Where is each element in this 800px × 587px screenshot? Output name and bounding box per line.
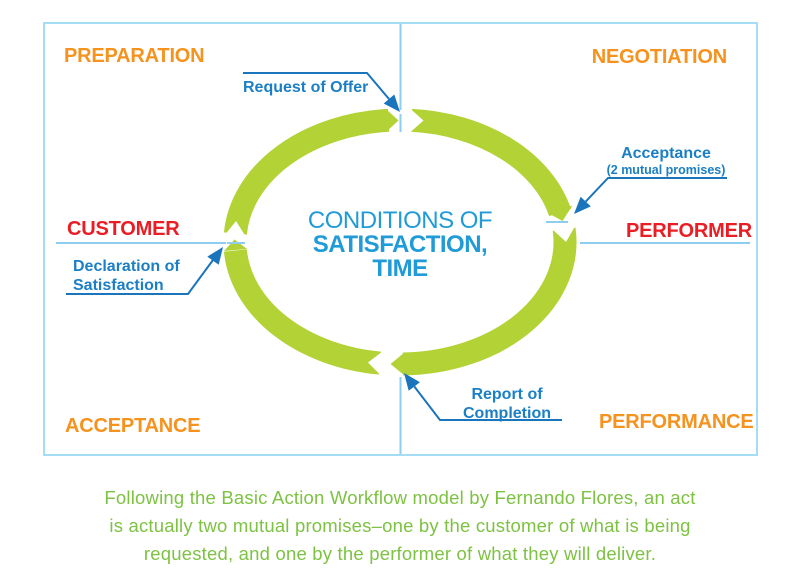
cycle-arrowheads	[224, 109, 573, 376]
report-label-line2: Completion	[463, 405, 551, 422]
request-arrowhead-icon	[383, 94, 400, 112]
declaration-label-line1: Declaration of	[73, 258, 180, 275]
quadrant-label-acceptance: ACCEPTANCE	[65, 415, 201, 437]
center-title-line2: SATISFACTION,	[312, 231, 488, 258]
cycle-arc-performance	[402, 227, 577, 376]
acceptance-arrowhead-icon	[574, 196, 591, 214]
cycle-arc-acceptance	[223, 249, 381, 375]
cycle-arrowhead-left-icon	[224, 239, 247, 251]
report-callout-line	[413, 385, 562, 421]
notch-bottom-icon	[368, 351, 383, 376]
declaration-label-line2: Satisfaction	[73, 277, 164, 294]
request-callout-line	[243, 72, 390, 100]
cycle-arc-preparation	[223, 108, 390, 235]
center-title-line1: CONDITIONS OF	[307, 207, 493, 234]
cycle-arrow-notches	[223, 108, 576, 376]
caption-line-2: is actually two mutual promises–one by t…	[109, 515, 691, 536]
callout-label-acceptance: Acceptance (2 mutual promises)	[604, 144, 728, 177]
quadrant-label-performance: PERFORMANCE	[599, 411, 754, 433]
notch-right-icon	[552, 225, 576, 242]
quadrant-frame	[43, 22, 758, 456]
notch-top-icon	[410, 108, 424, 133]
callout-label-report: Report of Completion	[452, 385, 562, 423]
notch-left-icon	[223, 221, 247, 239]
callout-arrowheads	[207, 94, 591, 391]
caption: Following the Basic Action Workflow mode…	[0, 484, 800, 568]
declaration-callout-line	[66, 259, 214, 295]
report-arrowhead-icon	[404, 373, 420, 391]
declaration-arrowhead-icon	[207, 247, 223, 265]
gap-tick-marks	[227, 114, 568, 244]
role-label-performer: PERFORMER	[626, 220, 752, 242]
cycle-arrowhead-bottom-icon	[390, 352, 405, 376]
workflow-cycle-ring	[223, 108, 577, 376]
quadrant-divider-lines	[56, 24, 750, 454]
caption-line-1: Following the Basic Action Workflow mode…	[104, 487, 696, 508]
acceptance-callout-line	[584, 177, 727, 203]
callout-label-declaration: Declaration of Satisfaction	[73, 257, 180, 295]
role-label-customer: CUSTOMER	[67, 218, 180, 240]
center-title: CONDITIONS OF SATISFACTION, TIME	[300, 209, 500, 281]
request-label-text: Request of Offer	[243, 79, 369, 96]
report-label-line1: Report of	[471, 386, 543, 403]
callout-leader-lines	[66, 72, 727, 421]
acceptance-label-text: Acceptance	[621, 145, 711, 162]
center-title-line3: TIME	[372, 255, 428, 282]
cycle-arrowhead-top-icon	[386, 109, 399, 132]
cycle-arrowhead-right-icon	[548, 205, 573, 221]
caption-line-3: requested, and one by the performer of w…	[143, 543, 657, 564]
cycle-arc-negotiation	[410, 108, 571, 217]
acceptance-sublabel-text: (2 mutual promises)	[606, 163, 726, 177]
callout-label-request: Request of Offer	[243, 78, 369, 97]
quadrant-label-negotiation: NEGOTIATION	[591, 46, 727, 68]
quadrant-label-preparation: PREPARATION	[64, 45, 205, 67]
